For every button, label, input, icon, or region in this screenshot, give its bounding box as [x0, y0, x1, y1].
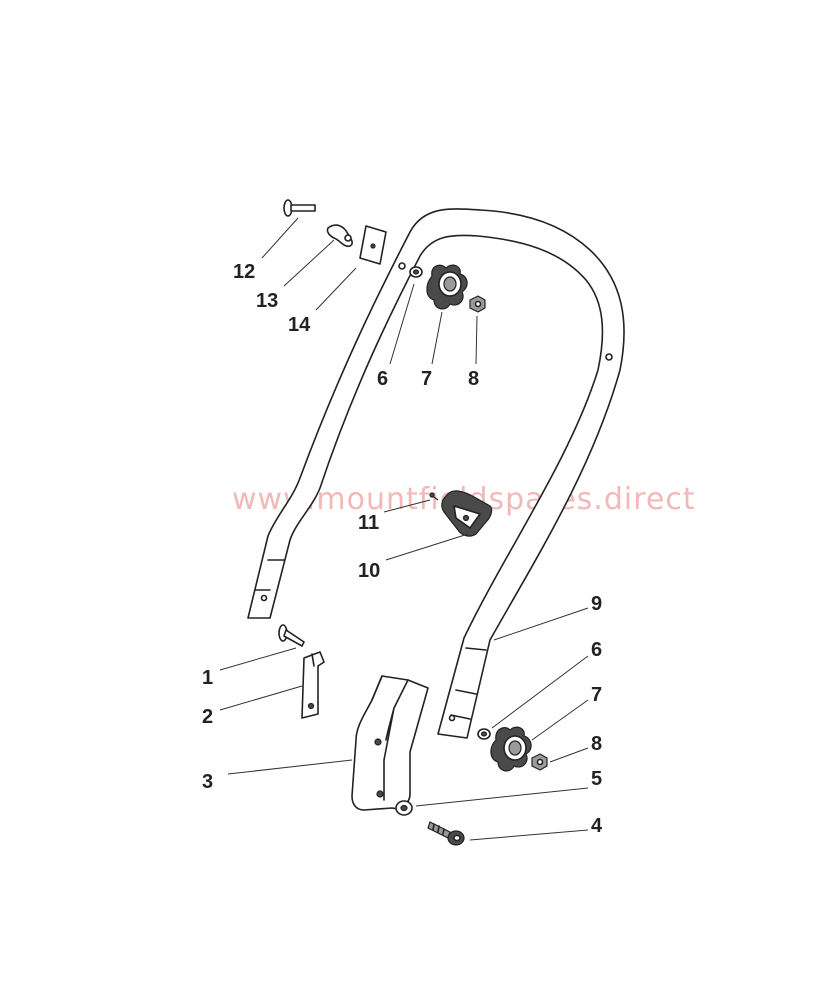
cap-screw-part-4 — [427, 821, 465, 846]
callout-8-top: 8 — [468, 368, 479, 390]
leader-6a — [389, 283, 415, 365]
lower-bracket-part-3 — [351, 675, 429, 811]
callout-2: 2 — [202, 706, 213, 728]
callout-12: 12 — [233, 261, 255, 283]
leader-8b — [549, 747, 589, 763]
callout-3: 3 — [202, 771, 213, 793]
leader-8a — [475, 315, 478, 365]
callout-11: 11 — [358, 512, 379, 534]
clip-part-13 — [326, 224, 353, 248]
leader-1 — [219, 647, 297, 671]
callout-6-top: 6 — [377, 368, 388, 390]
leader-6b — [491, 655, 589, 729]
callout-7-top: 7 — [421, 368, 432, 390]
callout-14: 14 — [288, 314, 311, 336]
knob-part-7-top — [426, 264, 468, 310]
leader-3 — [227, 759, 353, 775]
callout-8-bottom: 8 — [591, 733, 602, 755]
nut-part-8-top — [469, 295, 486, 313]
bracket-part-2 — [301, 651, 325, 719]
leader-13 — [283, 239, 335, 287]
washer-part-5 — [395, 800, 413, 816]
bolt-part-1 — [278, 624, 305, 647]
bolt-part-12 — [283, 199, 316, 217]
leader-2 — [219, 685, 303, 711]
plate-part-14 — [359, 225, 387, 265]
nut-part-8-bottom — [531, 753, 548, 771]
callout-7-bottom: 7 — [591, 684, 602, 706]
callout-13: 13 — [256, 290, 278, 312]
callout-4: 4 — [591, 815, 603, 837]
leader-4 — [469, 829, 589, 841]
leader-9 — [493, 607, 589, 641]
callout-9: 9 — [591, 593, 602, 615]
leader-11 — [383, 499, 431, 513]
knob-part-7-bottom — [490, 726, 532, 772]
leader-lines — [219, 217, 589, 841]
upper-handle — [247, 208, 625, 739]
leader-5 — [415, 787, 589, 807]
leader-7a — [431, 311, 443, 365]
leader-12 — [261, 217, 299, 259]
washer-part-6-top — [409, 266, 423, 278]
callout-1: 1 — [202, 667, 213, 689]
leader-10 — [385, 533, 469, 561]
callout-labels: 12 13 14 6 7 8 11 10 9 1 2 6 7 3 8 5 4 — [202, 261, 603, 837]
screw-part-11 — [429, 492, 439, 501]
callout-6-bottom: 6 — [591, 639, 602, 661]
washer-part-6-bottom — [477, 728, 491, 740]
leader-14 — [315, 267, 357, 311]
callout-5: 5 — [591, 768, 602, 790]
leader-7b — [531, 699, 589, 741]
callout-10: 10 — [358, 560, 380, 582]
cable-guide-part-10 — [441, 490, 493, 537]
